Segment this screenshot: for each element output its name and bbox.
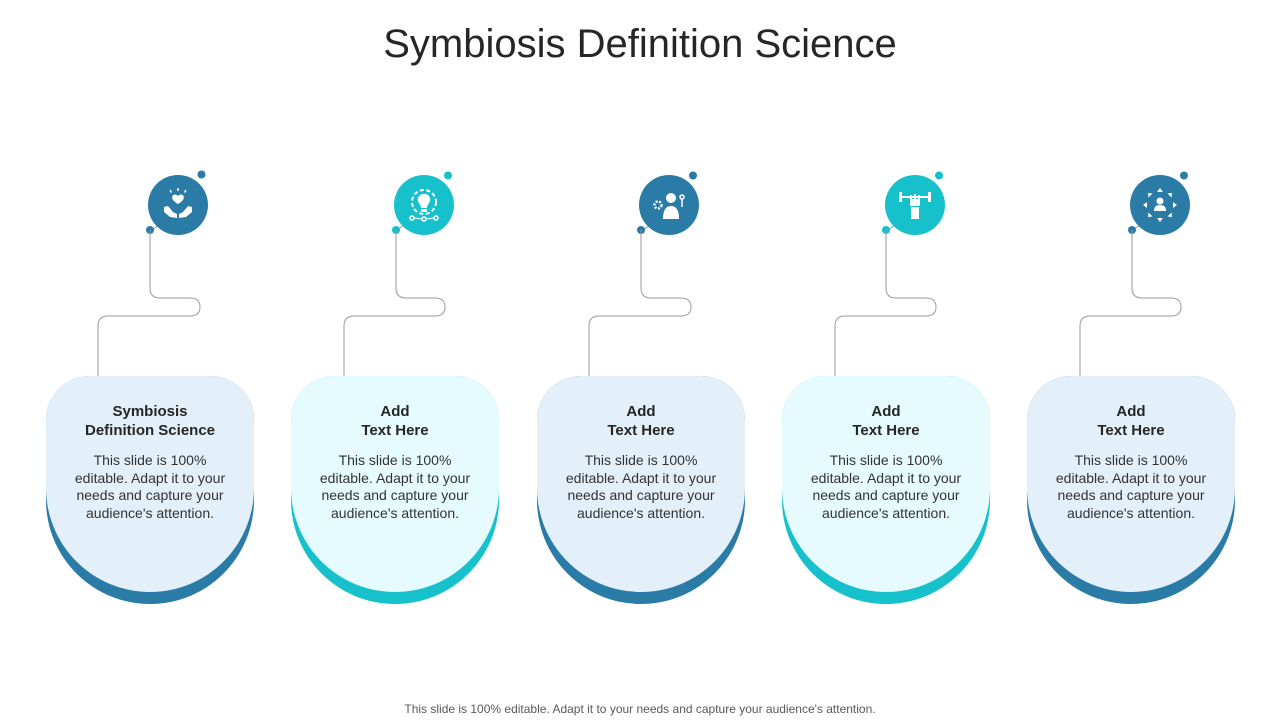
- step-2: Add Text Here This slide is 100% editabl…: [291, 0, 541, 720]
- text-card: Add Text Here This slide is 100% editabl…: [537, 376, 745, 604]
- card-body: This slide is 100% editable. Adapt it to…: [74, 452, 226, 521]
- card-heading: Add Text Here: [852, 403, 920, 439]
- card-body: This slide is 100% editable. Adapt it to…: [1055, 452, 1207, 521]
- text-card: Add Text Here This slide is 100% editabl…: [291, 376, 499, 604]
- icon-circle: [639, 175, 699, 235]
- card-heading: Add Text Here: [361, 403, 429, 439]
- card-body: This slide is 100% editable. Adapt it to…: [810, 452, 962, 521]
- hands-heart-icon: [164, 188, 192, 218]
- card-heading: Add Text Here: [607, 403, 675, 439]
- text-card: Symbiosis Definition Science This slide …: [46, 376, 254, 604]
- card-heading: Symbiosis Definition Science: [84, 403, 216, 439]
- step-3: Add Text Here This slide is 100% editabl…: [537, 0, 787, 720]
- card-body: This slide is 100% editable. Adapt it to…: [319, 452, 471, 521]
- connector-line: [834, 171, 943, 376]
- icon-circle: [148, 175, 208, 235]
- card-body: This slide is 100% editable. Adapt it to…: [565, 452, 717, 521]
- slide-title: Symbiosis Definition Science: [383, 22, 897, 66]
- connector-line: [343, 171, 452, 376]
- lightbulb-gear-icon: [409, 189, 439, 222]
- connector-line: [97, 170, 206, 376]
- step-5: Add Text Here This slide is 100% editabl…: [1027, 0, 1277, 720]
- step-4: Add Text Here This slide is 100% editabl…: [782, 0, 1032, 720]
- connector-line: [1079, 171, 1188, 376]
- card-heading: Add Text Here: [1097, 403, 1165, 439]
- scientist-icon: [653, 193, 685, 219]
- icon-circle: [1130, 175, 1190, 235]
- icon-circle: [394, 175, 454, 235]
- footer-note: This slide is 100% editable. Adapt it to…: [404, 702, 876, 716]
- text-card: Add Text Here This slide is 100% editabl…: [782, 376, 990, 604]
- text-card: Add Text Here This slide is 100% editabl…: [1027, 376, 1235, 604]
- connector-line: [588, 171, 697, 376]
- user-arrows-icon: [1143, 188, 1177, 222]
- fist-barbell-icon: [899, 192, 931, 219]
- step-1: Symbiosis Definition Science This slide …: [46, 0, 296, 720]
- icon-circle: [885, 175, 945, 235]
